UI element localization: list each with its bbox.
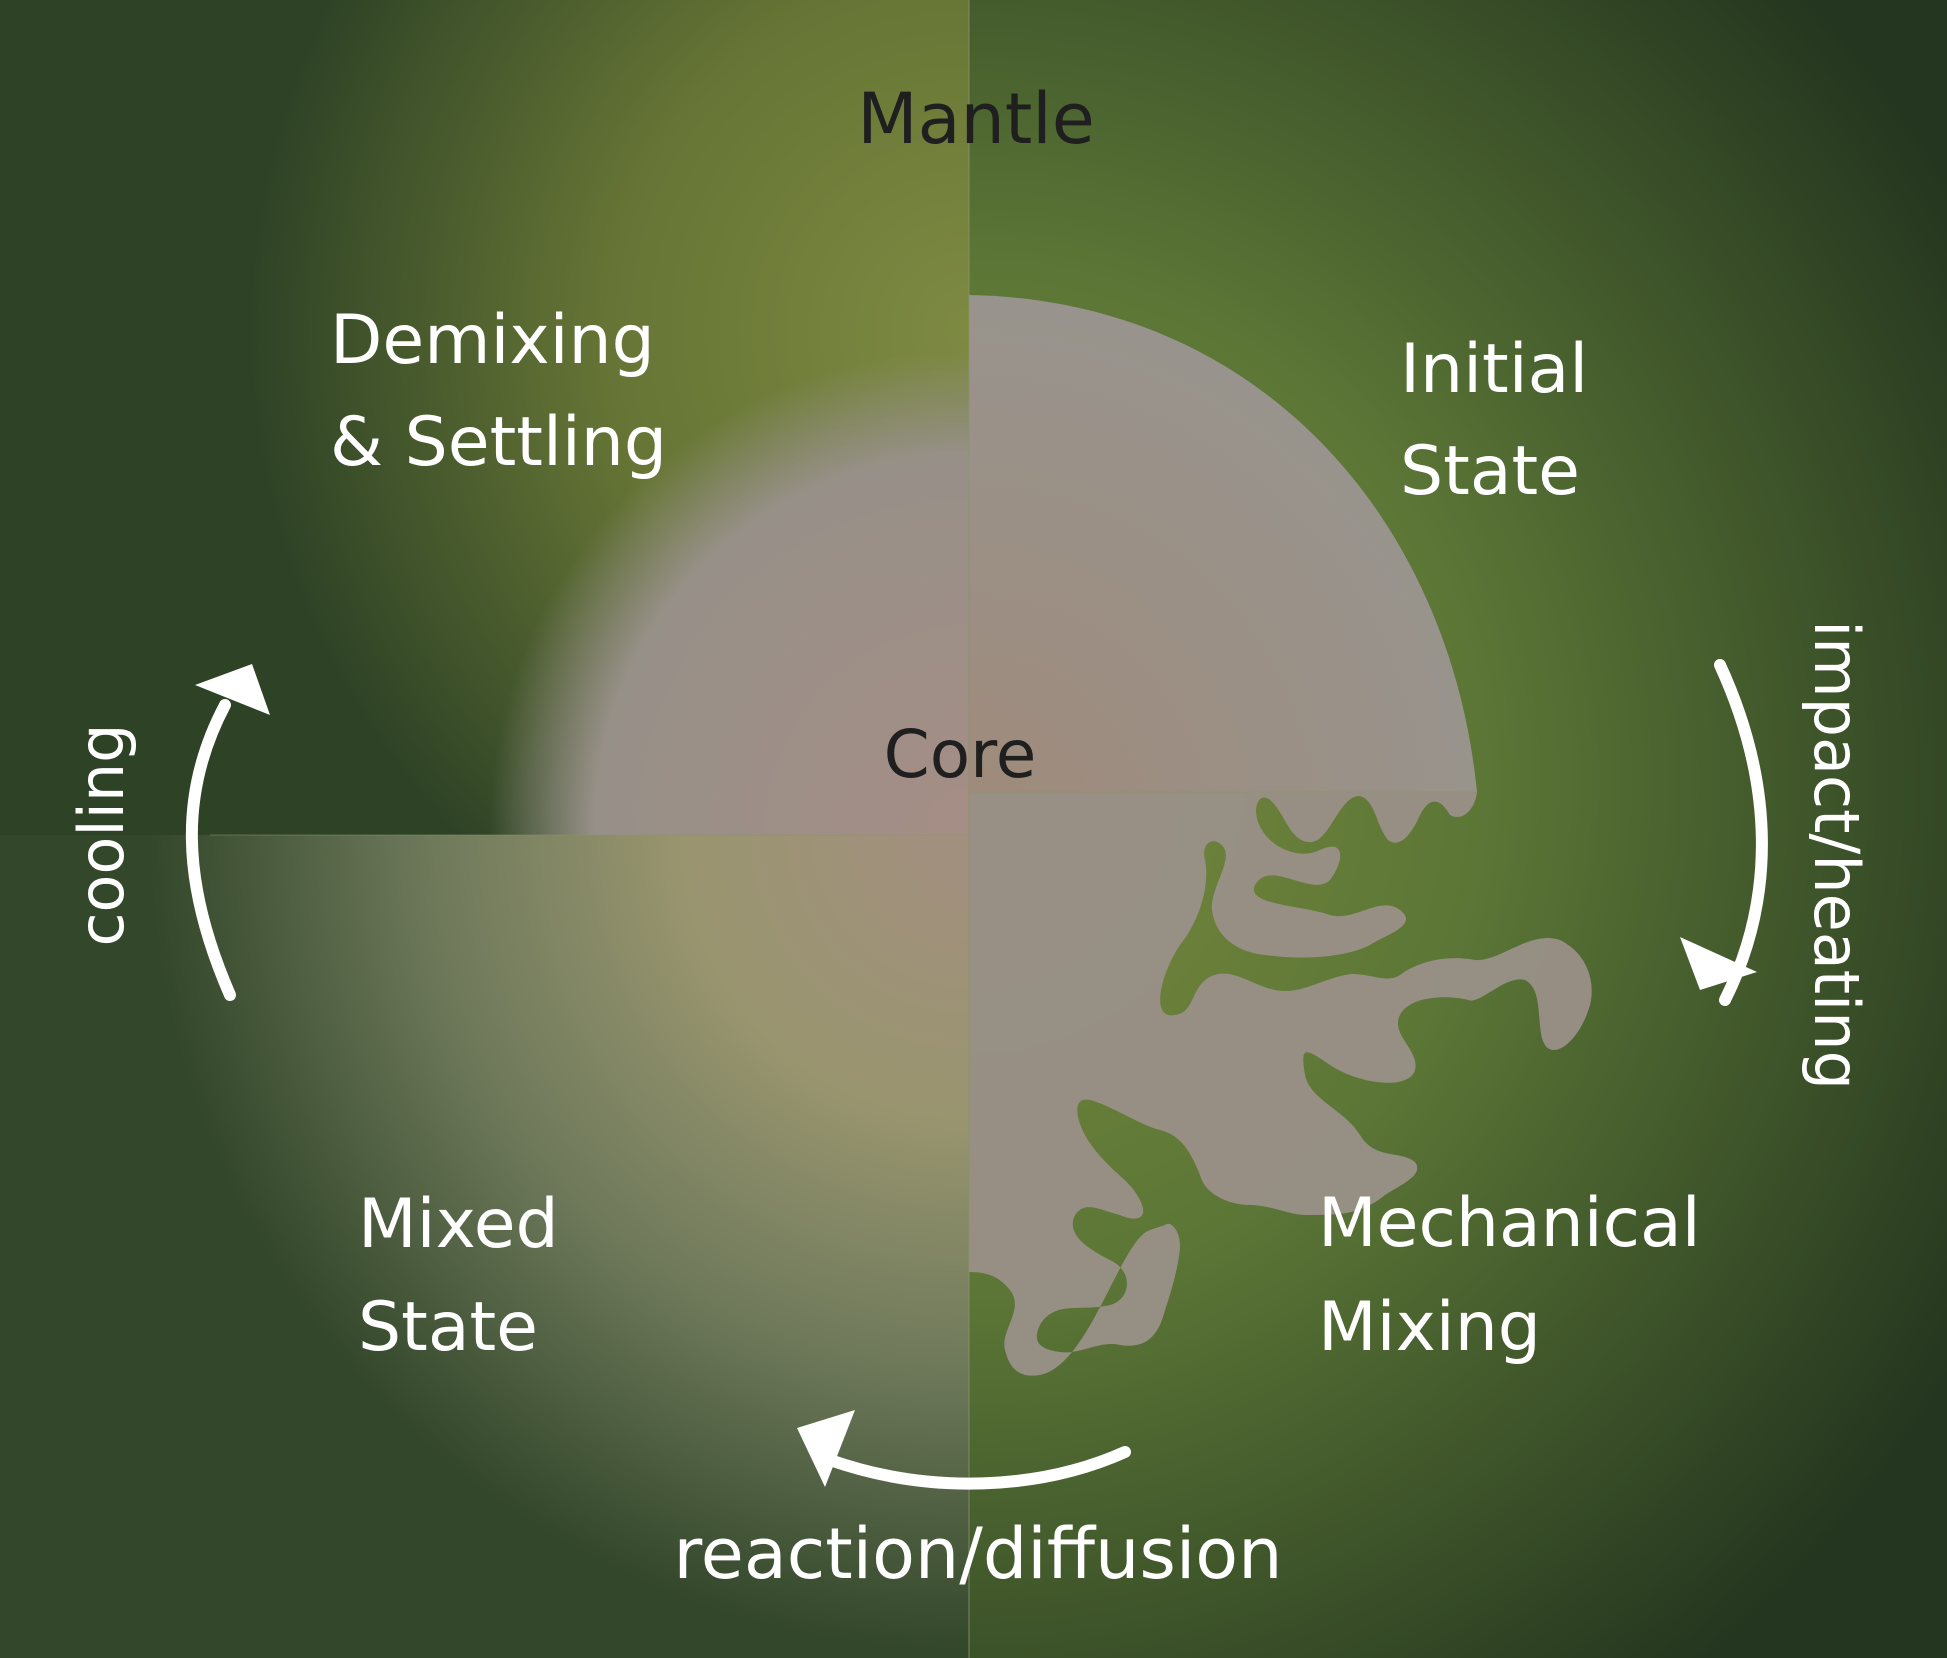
arrow-impact-heating [1680,659,1768,1006]
arrow-reaction-diffusion [797,1410,1131,1490]
core-mechanical-mixing [969,792,1592,1376]
core-initial-quarter [969,295,1477,792]
reaction-diffusion-label: reaction/diffusion [674,1513,1283,1595]
initial-state-label-line1: Initial [1400,330,1588,409]
mechanical-mixing-label-line1: Mechanical [1318,1184,1701,1263]
core-label: Core [884,716,1037,793]
mixed-state-label-line1: Mixed [358,1185,559,1264]
cooling-label: cooling [65,723,138,946]
arrow-cooling [185,664,270,1001]
demixing-label-line2: & Settling [330,403,667,482]
demixing-label-line1: Demixing [330,301,655,380]
mixed-state-label-line2: State [358,1288,538,1367]
impact-heating-label: impact/heating [1800,620,1873,1090]
mantle-label: Mantle [857,78,1095,160]
mechanical-mixing-label-line2: Mixing [1318,1288,1541,1367]
quadrant-demixing [0,0,969,835]
initial-state-label-line2: State [1400,432,1580,511]
quadrant-mixed [0,835,969,1658]
